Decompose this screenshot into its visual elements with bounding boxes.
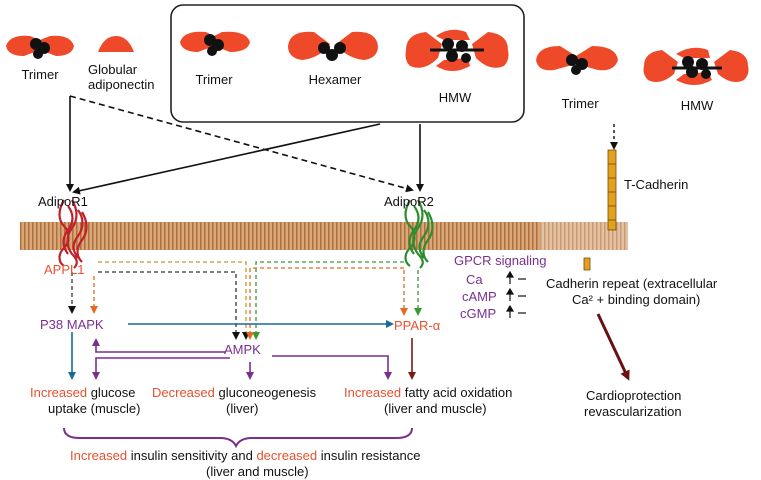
oligomer-box	[170, 4, 525, 123]
hmw-right-shape	[643, 47, 749, 85]
hexamer-shape	[288, 31, 378, 61]
adipor1-receptor	[58, 199, 88, 269]
outcome-glucose-uptake-line2: uptake (muscle)	[48, 401, 141, 416]
outcome-insulin-emphasis-1: Increased	[70, 448, 128, 463]
label-hmw-right: HMW	[680, 98, 714, 113]
globular-adiponectin-shape	[98, 36, 134, 52]
label-cadherin-repeat-line1: Cadherin repeat (extracellular	[546, 276, 718, 291]
arrow-ampk-to-glucose	[92, 357, 230, 380]
outcome-gluconeogenesis-emphasis: Decreased	[152, 385, 215, 400]
label-cardio-line2: revascularization	[584, 404, 682, 419]
label-ampk: AMPK	[224, 342, 261, 357]
outcome-fatty-acid-text: fatty acid oxidation	[401, 385, 513, 400]
label-adipor1: AdipoR1	[38, 194, 88, 209]
label-t-cadherin: T-Cadherin	[624, 177, 689, 192]
label-ppar-alpha: PPAR-α	[394, 318, 441, 333]
label-cadherin-repeat-line2: Ca² + binding domain)	[572, 292, 701, 307]
gpcr-arrows	[505, 270, 526, 318]
outcomes-brace	[63, 427, 413, 449]
outcome-fatty-acid-line2: (liver and muscle)	[384, 401, 487, 416]
label-trimer-box: Trimer	[195, 72, 233, 87]
label-camp: cAMP	[462, 289, 497, 304]
arrow-ampk-to-p38	[92, 338, 226, 353]
label-cgmp: cGMP	[460, 306, 497, 321]
outcome-gluconeogenesis-line1: Decreased gluconeogenesis	[152, 385, 316, 400]
t-cadherin-molecule	[607, 149, 617, 231]
outcome-glucose-text: glucose	[87, 385, 136, 400]
label-globular-line1: Globular	[88, 62, 138, 77]
dash-r2-to-ampk-orange	[246, 267, 404, 340]
arrow-cadherin-to-cardio	[596, 313, 630, 381]
label-globular-line2: adiponectin	[88, 77, 155, 92]
label-trimer-right: Trimer	[561, 96, 599, 111]
outcome-glucose-uptake-line1: Increased glucose	[30, 385, 136, 400]
arrow-box-to-adipor1	[72, 123, 381, 195]
dash-r1-to-ampk-black	[98, 271, 240, 340]
trimer-left-shape	[6, 35, 74, 59]
outcome-fatty-acid-emphasis: Increased	[344, 385, 402, 400]
label-gpcr-signaling: GPCR signaling	[454, 253, 547, 268]
label-cardio-line1: Cardioprotection	[586, 388, 682, 403]
outcome-insulin-emphasis-2: decreased	[256, 448, 318, 463]
outcome-glucose-emphasis: Increased	[30, 385, 88, 400]
outcome-insulin-end: insulin resistance	[317, 448, 421, 463]
label-appl1: APPL1	[44, 262, 85, 277]
trimer-right-shape	[536, 46, 618, 75]
outcome-gluconeogenesis-text: gluconeogenesis	[214, 385, 317, 400]
label-ca: Ca	[466, 272, 483, 287]
outcome-gluconeogenesis-line2: (liver)	[226, 401, 259, 416]
label-trimer-left: Trimer	[21, 67, 59, 82]
outcome-insulin-line2: (liver and muscle)	[206, 464, 309, 479]
outcome-insulin-line1: Increased insulin sensitivity and decrea…	[70, 448, 420, 463]
label-adipor2: AdipoR2	[384, 194, 434, 209]
label-p38-mapk: P38 MAPK	[40, 317, 104, 332]
outcome-fatty-acid-line1: Increased fatty acid oxidation	[344, 385, 512, 400]
trimer-box-shape	[180, 31, 250, 56]
label-hmw-box: HMW	[438, 90, 472, 105]
dash-r2-to-ampk-green	[252, 261, 404, 340]
dash-r1-to-ampk-yellow	[98, 261, 250, 340]
label-hexamer: Hexamer	[308, 72, 362, 87]
cadherin-repeat-icon	[583, 257, 591, 271]
arrow-ampk-to-fatty-acid	[272, 355, 392, 380]
outcome-insulin-mid: insulin sensitivity and	[127, 448, 257, 463]
hmw-box-shape	[405, 29, 509, 71]
adipor2-receptor	[404, 199, 434, 269]
cell-membrane	[20, 222, 540, 250]
arrow-globular-to-adipor2-dashed	[69, 95, 414, 193]
